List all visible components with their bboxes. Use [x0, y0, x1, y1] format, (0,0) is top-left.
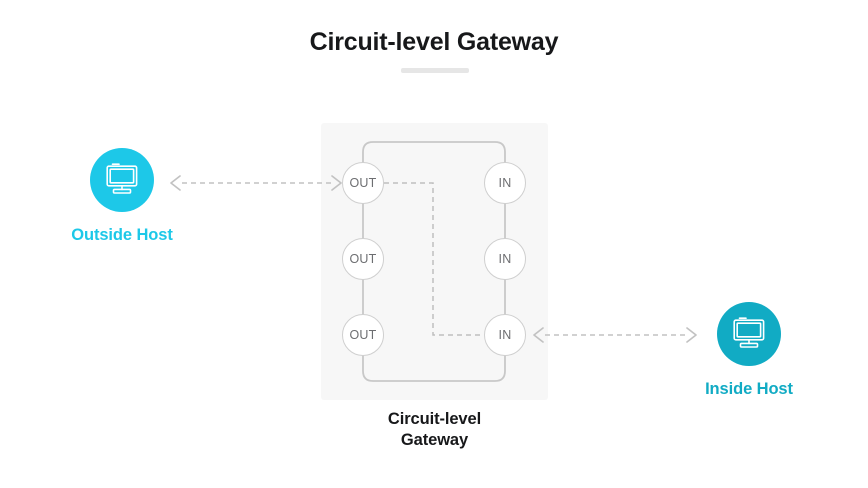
port-out-1[interactable]: OUT: [342, 162, 384, 204]
port-in-2[interactable]: IN: [484, 238, 526, 280]
gateway-caption-line-2: Gateway: [400, 431, 469, 450]
port-out-3-label: OUT: [349, 328, 377, 342]
port-out-1-label: OUT: [349, 176, 377, 190]
port-in-3-label: IN: [498, 328, 512, 342]
inside-host-node[interactable]: Inside Host: [658, 302, 840, 399]
port-out-2-label: OUT: [349, 252, 377, 266]
gateway-caption-line-1: Circuit-level: [387, 410, 482, 428]
port-out-3[interactable]: OUT: [342, 314, 384, 356]
port-out-2[interactable]: OUT: [342, 238, 384, 280]
outside-host-label: Outside Host: [71, 226, 173, 244]
port-in-3[interactable]: IN: [484, 314, 526, 356]
outside-host-node[interactable]: Outside Host: [32, 148, 212, 245]
page-title: Circuit-level Gateway: [309, 28, 559, 56]
inside-host-label: Inside Host: [705, 380, 793, 398]
title-divider: [401, 68, 469, 73]
outside-host-circle[interactable]: [90, 148, 154, 212]
gateway-caption: Circuit-level Gateway: [320, 409, 549, 451]
port-in-2-label: IN: [498, 252, 512, 266]
desktop-monitor-icon: [733, 317, 765, 348]
inside-host-circle[interactable]: [717, 302, 781, 366]
port-in-1-label: IN: [498, 176, 512, 190]
port-in-1[interactable]: IN: [484, 162, 526, 204]
desktop-monitor-icon: [106, 163, 138, 194]
